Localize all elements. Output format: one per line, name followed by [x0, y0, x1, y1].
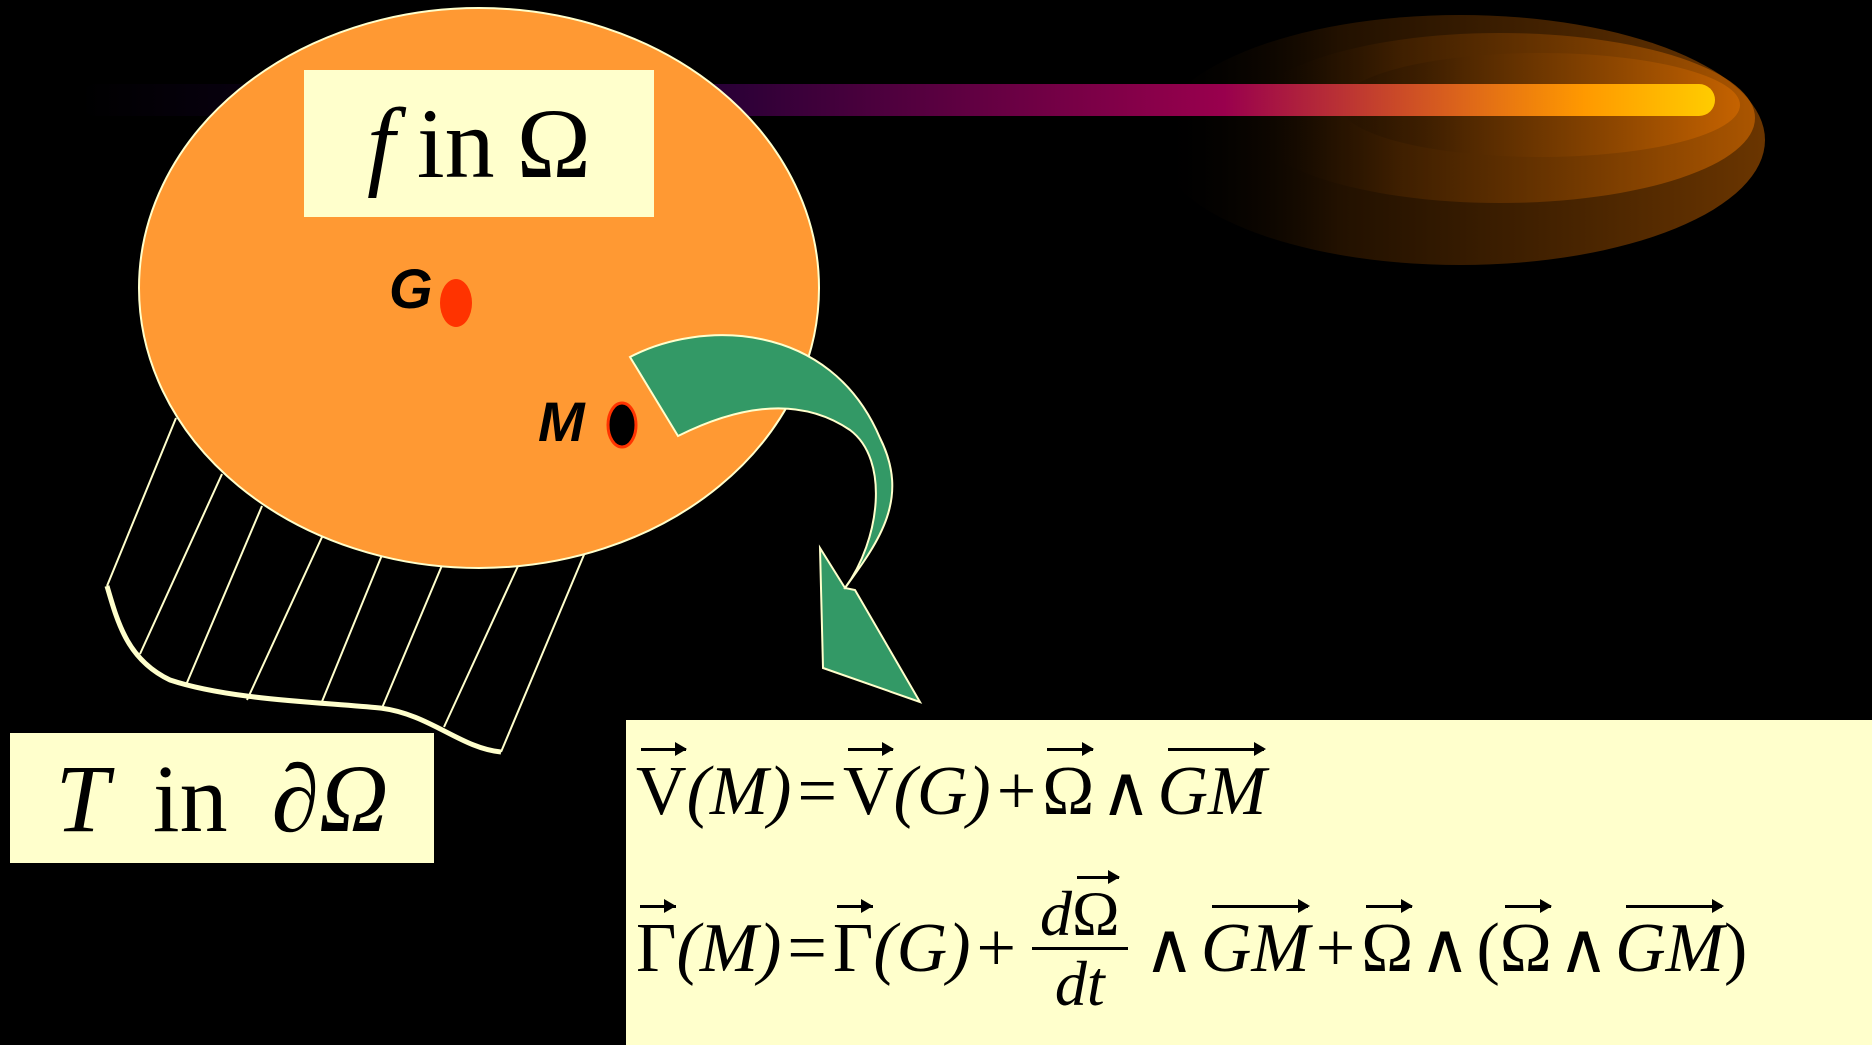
boundary-traction-label: T in ∂Ω — [10, 733, 434, 863]
eq1-plus: + — [996, 752, 1037, 830]
omega-symbol: Ω — [516, 88, 591, 199]
close-paren: ) — [1723, 909, 1748, 987]
boundary-traction-hatch — [106, 417, 587, 753]
gm-vector-symbol: GM — [1157, 741, 1267, 830]
gm-vector-symbol: GM — [1615, 898, 1724, 987]
point-m-marker — [606, 401, 638, 449]
fraction-numerator: dΩ — [1032, 869, 1128, 951]
eq1-lhs-arg: (M) — [686, 752, 792, 830]
acceleration-equation: Γ (M) = Γ (G) + dΩ dt ∧ GM + Ω ∧ ( Ω ∧ G… — [636, 869, 1748, 1020]
t-symbol: T — [55, 744, 109, 852]
hatch-line — [320, 554, 383, 705]
acceleration-vector-symbol: Γ — [636, 898, 677, 987]
hatch-line — [106, 417, 177, 587]
point-g-label: G — [389, 257, 433, 320]
point-m-label: M — [538, 390, 585, 453]
eq1-equals: = — [797, 752, 837, 830]
eq2-rhs-arg: (G) — [873, 909, 971, 987]
omega-vector-symbol: Ω — [1042, 741, 1095, 830]
hatch-line — [185, 505, 263, 686]
eq2-plus: + — [976, 909, 1017, 987]
point-g-marker — [440, 279, 472, 327]
traction-envelope-curve — [104, 585, 502, 755]
hatch-line — [443, 565, 519, 728]
eq2-wedge-2: ∧ — [1419, 911, 1471, 989]
omega-vector-symbol: Ω — [1499, 898, 1552, 987]
eq1-rhs-arg: (G) — [893, 752, 991, 830]
eq2-equals: = — [787, 909, 827, 987]
hatch-line — [139, 473, 223, 655]
omega-vector-symbol: Ω — [1361, 898, 1414, 987]
curved-arrow — [628, 334, 923, 704]
eq2-wedge-3: ∧ — [1557, 911, 1610, 989]
eq2-plus-2: + — [1315, 909, 1356, 987]
numerator-omega: Ω — [1072, 869, 1120, 949]
velocity-equation: V (M) = V (G) + Ω ∧ GM — [636, 741, 1267, 833]
kinematics-equations-box: V (M) = V (G) + Ω ∧ GM Γ (M) = Γ (G) + d… — [626, 720, 1872, 1045]
velocity-vector-symbol: V — [636, 741, 687, 830]
hatch-line — [246, 536, 323, 701]
in-word: in — [416, 88, 495, 199]
velocity-vector-symbol: V — [842, 741, 894, 830]
numerator-d: d — [1040, 878, 1073, 949]
in-word: in — [152, 744, 228, 852]
open-paren: ( — [1476, 909, 1500, 987]
body-force-label: f in Ω — [304, 70, 654, 217]
omega-derivative-fraction: dΩ dt — [1032, 869, 1128, 1020]
gm-vector-symbol: GM — [1200, 898, 1310, 987]
hatch-line — [500, 549, 587, 753]
eq2-lhs-arg: (M) — [676, 909, 782, 987]
fraction-denominator: dt — [1054, 948, 1105, 1020]
f-symbol: f — [367, 88, 395, 199]
partial-omega-symbol: ∂Ω — [271, 744, 389, 852]
eq1-wedge: ∧ — [1100, 754, 1152, 831]
eq2-wedge-1: ∧ — [1143, 911, 1195, 989]
acceleration-vector-symbol: Γ — [832, 898, 874, 987]
hatch-line — [381, 562, 444, 709]
